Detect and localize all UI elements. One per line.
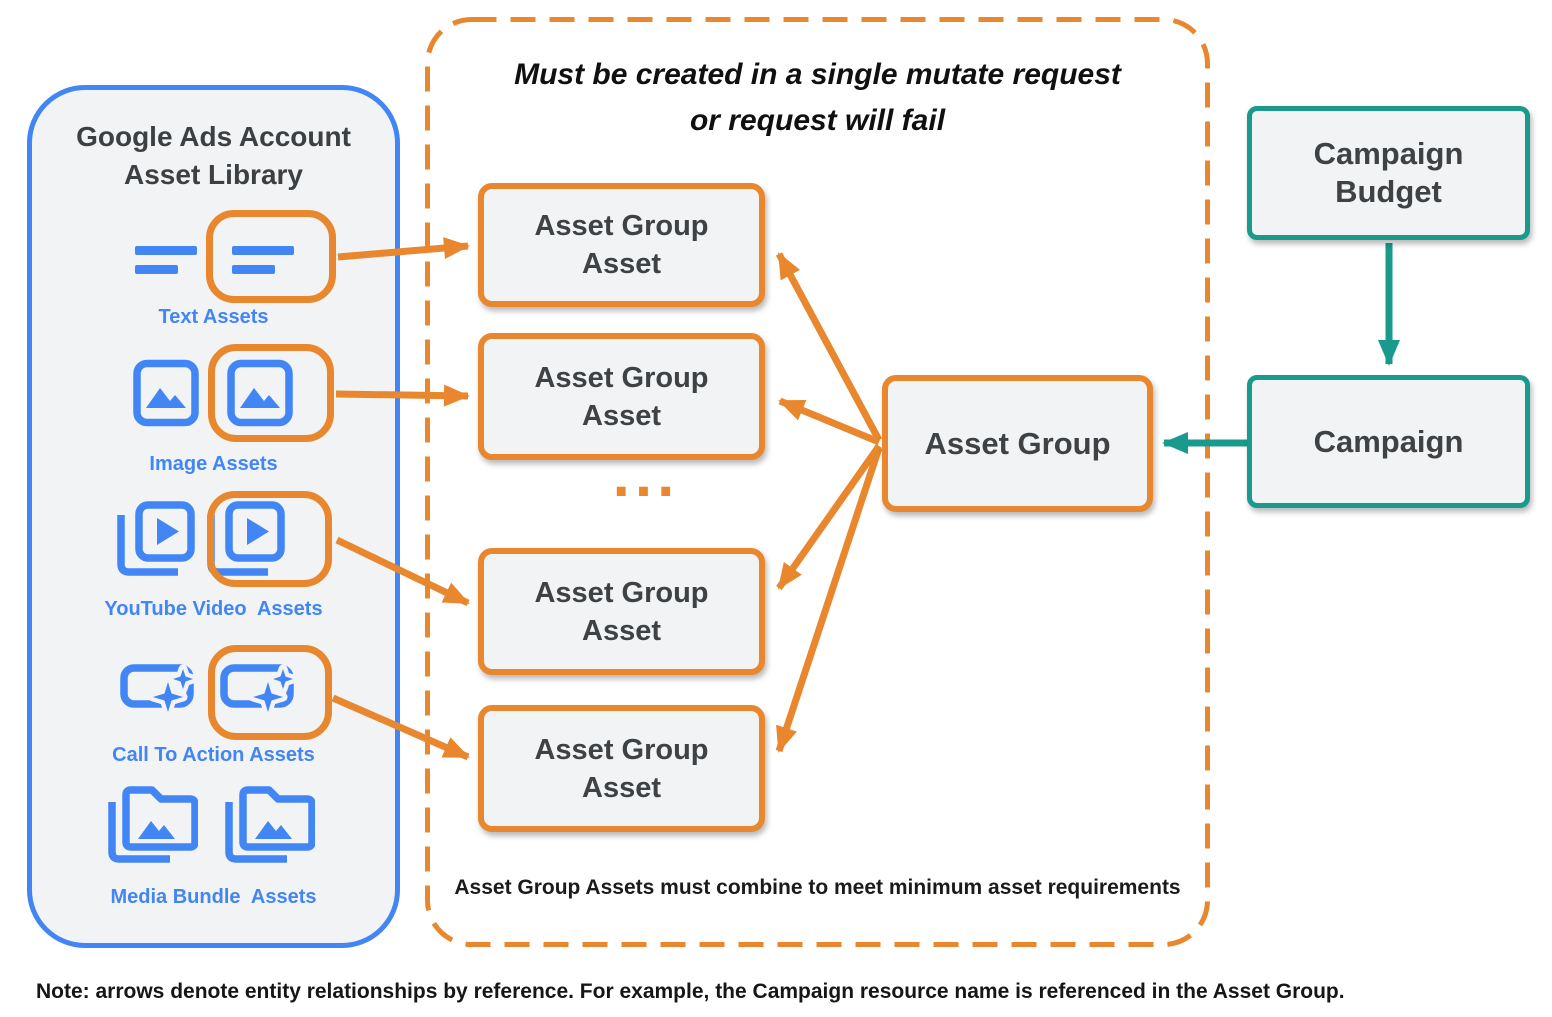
asset-group-asset-label: Asset Group Asset: [534, 576, 709, 647]
more-asset-group-assets-ellipsis: ...: [612, 441, 680, 510]
arrow-asset-group-to-asset-group-asset-3: [776, 443, 882, 591]
selected-youtube-asset-highlight: [207, 491, 332, 587]
campaign-label: Campaign: [1313, 423, 1464, 459]
campaign-box: Campaign: [1247, 375, 1530, 508]
image-asset-icon: [133, 359, 199, 427]
min-requirements-note: Asset Group Assets must combine to meet …: [454, 876, 1181, 899]
mutate-panel-title-line1: Must be created in a single mutate reque…: [514, 58, 1121, 91]
arrow-text-asset-to-asset-group-asset-1: [337, 237, 470, 261]
image-assets-label: Image Assets: [149, 453, 278, 475]
youtube-video-asset-icon: [117, 501, 195, 576]
image-asset-icon: [227, 359, 293, 427]
reference-note: Note: arrows denote entity relationships…: [36, 980, 1345, 1003]
asset-group-asset-label: Asset Group Asset: [534, 361, 709, 432]
call-to-action-asset-icon: [120, 664, 196, 716]
arrow-cta-asset-to-asset-group-asset-4: [331, 694, 470, 761]
asset-group-asset-box: Asset Group Asset: [478, 705, 765, 832]
campaign-budget-label: Campaign Budget: [1313, 136, 1464, 209]
mutate-panel-title-line2: or request will fail: [689, 104, 946, 137]
text-asset-icon: [135, 246, 197, 274]
mutate-panel-title: Must be created in a single mutate reque…: [425, 52, 1210, 144]
selected-call-to-action-asset-highlight: [208, 645, 332, 740]
media-bundle-asset-icon: [108, 786, 198, 863]
asset-group-asset-label: Asset Group Asset: [534, 733, 709, 804]
arrow-asset-group-to-asset-group-asset-1: [775, 252, 883, 442]
media-bundle-assets-label: Media Bundle Assets: [110, 886, 317, 908]
call-to-action-asset-icon: [220, 664, 296, 716]
asset-group-asset-box: Asset Group Asset: [478, 183, 765, 307]
arrow-asset-group-to-asset-group-asset-2: [778, 397, 881, 446]
asset-group-asset-box: Asset Group Asset: [478, 333, 765, 460]
asset-library-title-line2: Asset Library: [124, 159, 303, 190]
asset-group-asset-box: Asset Group Asset: [478, 548, 765, 675]
media-bundle-asset-icon: [225, 786, 315, 863]
asset-group-box: Asset Group: [882, 375, 1153, 512]
youtube-video-assets-label: YouTube Video Assets: [104, 598, 323, 620]
asset-group-label: Asset Group: [924, 425, 1111, 461]
selected-text-asset-highlight: [206, 210, 336, 303]
call-to-action-assets-label: Call To Action Assets: [112, 744, 315, 766]
arrow-image-asset-to-asset-group-asset-2: [335, 384, 470, 407]
campaign-budget-box: Campaign Budget: [1247, 106, 1530, 240]
asset-library-title: Google Ads Account Asset Library: [30, 118, 397, 194]
asset-library-title-line1: Google Ads Account: [76, 121, 351, 152]
arrow-youtube-asset-to-asset-group-asset-3: [335, 536, 470, 607]
text-asset-icon: [232, 246, 294, 274]
asset-group-asset-label: Asset Group Asset: [534, 210, 709, 280]
text-assets-label: Text Assets: [158, 306, 269, 328]
arrow-asset-group-to-asset-group-asset-4: [775, 446, 883, 753]
selected-image-asset-highlight: [208, 344, 334, 442]
